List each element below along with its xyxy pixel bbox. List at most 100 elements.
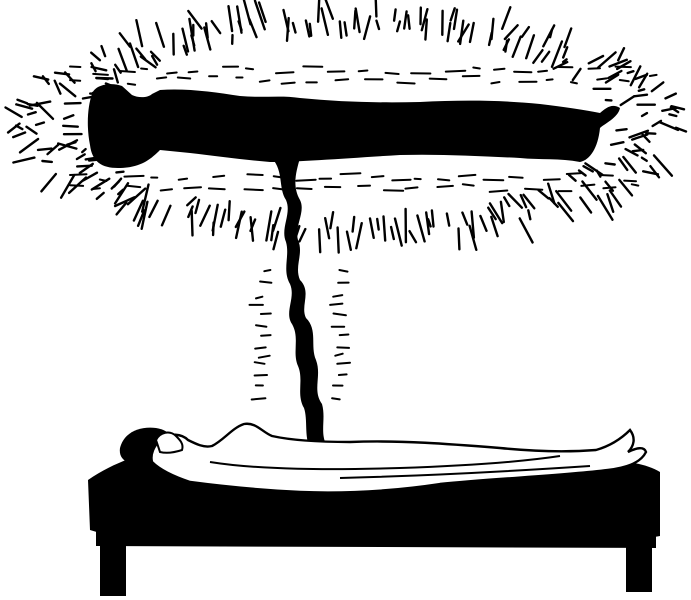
aura-stroke (404, 11, 406, 28)
aura-stroke (384, 216, 386, 240)
aura-stroke (377, 21, 380, 29)
aura-dash (70, 185, 83, 186)
aura-stroke (569, 175, 576, 181)
aura-stroke (356, 9, 360, 32)
aura-stroke (370, 219, 374, 238)
aura-stroke (8, 124, 19, 133)
aura-dash (157, 77, 166, 78)
aura-stroke (480, 216, 486, 231)
aura-dash (178, 78, 190, 79)
aura-stroke (377, 219, 379, 230)
cord-glow-tick (260, 282, 271, 283)
aura-dash (589, 68, 601, 69)
aura-dash (120, 71, 135, 72)
aura-stroke (38, 149, 52, 150)
aura-stroke (565, 29, 572, 48)
aura-stroke (364, 16, 370, 39)
aura-stroke (120, 33, 130, 46)
aura-stroke (408, 15, 410, 28)
aura-stroke (451, 8, 455, 20)
aura-stroke (42, 161, 51, 162)
aura-stroke (119, 49, 127, 70)
aura-dash (70, 174, 87, 175)
cord-glow-tick (252, 398, 266, 399)
aura-dash (509, 177, 522, 178)
aura-stroke (470, 23, 474, 42)
aura-dash (567, 173, 581, 174)
aura-dash (571, 82, 577, 83)
aura-stroke (6, 108, 22, 117)
floating-silhouette (88, 84, 620, 168)
aura-stroke (616, 129, 626, 130)
aura-dash (525, 189, 542, 190)
aura-stroke (460, 21, 463, 44)
aura-dash (544, 179, 560, 180)
aura-stroke (432, 211, 434, 227)
aura-stroke (251, 217, 253, 241)
cord-glow-tick (339, 270, 347, 272)
aura-stroke (293, 23, 296, 33)
aura-dash (437, 186, 453, 187)
cord-glow-tick (332, 398, 340, 399)
aura-stroke (41, 174, 56, 191)
aura-dash (127, 186, 140, 187)
aura-dash (547, 79, 553, 80)
aura-stroke (395, 219, 402, 246)
aura-stroke (136, 20, 142, 46)
aura-stroke (244, 0, 251, 24)
aura-dash (209, 188, 225, 189)
aura-dash (386, 73, 399, 74)
aura-stroke (130, 44, 138, 68)
aura-dash (490, 191, 508, 192)
aura-stroke (63, 126, 78, 127)
aura-stroke (459, 229, 460, 250)
aura-dash (245, 189, 263, 190)
aura-stroke (274, 232, 279, 249)
aura-stroke (631, 66, 641, 85)
aura-stroke (619, 180, 632, 196)
aura-stroke (394, 10, 396, 21)
aura-dash (161, 189, 172, 190)
aura-dash (189, 72, 198, 73)
cord-glow-tick (255, 362, 265, 364)
aura-stroke (212, 21, 221, 33)
aura-stroke (330, 212, 333, 228)
aura-stroke (91, 53, 100, 61)
aura-stroke (520, 218, 533, 242)
aura-dash (494, 69, 505, 70)
aura-dash (97, 78, 108, 79)
aura-stroke (447, 214, 449, 226)
aura-stroke (340, 21, 342, 37)
cord-glow-tick (264, 270, 270, 271)
aura-stroke (573, 69, 581, 80)
aura-stroke (634, 95, 647, 97)
aura-stroke (300, 229, 306, 241)
aura-stroke (36, 123, 44, 125)
aura-stroke (187, 197, 196, 205)
aura-stroke (528, 210, 530, 219)
aura-dash (581, 185, 594, 186)
aura-dash (213, 176, 224, 177)
aura-stroke (347, 232, 351, 250)
aura-stroke (318, 0, 319, 22)
aura-stroke (322, 8, 328, 34)
aura-dash (260, 80, 270, 81)
aura-dash (70, 67, 80, 68)
aura-stroke (192, 211, 193, 236)
aura-stroke (504, 197, 509, 206)
aura-stroke (77, 154, 85, 159)
aura-stroke (652, 82, 664, 91)
aura-stroke (669, 114, 676, 116)
aura-stroke (20, 139, 38, 152)
aura-dash (282, 83, 295, 84)
aura-dash (624, 181, 636, 182)
aura-dash (438, 179, 449, 180)
aura-dash (372, 176, 384, 177)
aura-stroke (60, 84, 75, 97)
aura-stroke (13, 133, 25, 138)
aura-stroke (213, 205, 218, 231)
aura-dash (128, 84, 135, 85)
aura-dash (473, 68, 480, 69)
aura-stroke (156, 23, 164, 47)
aura-stroke (542, 52, 549, 62)
